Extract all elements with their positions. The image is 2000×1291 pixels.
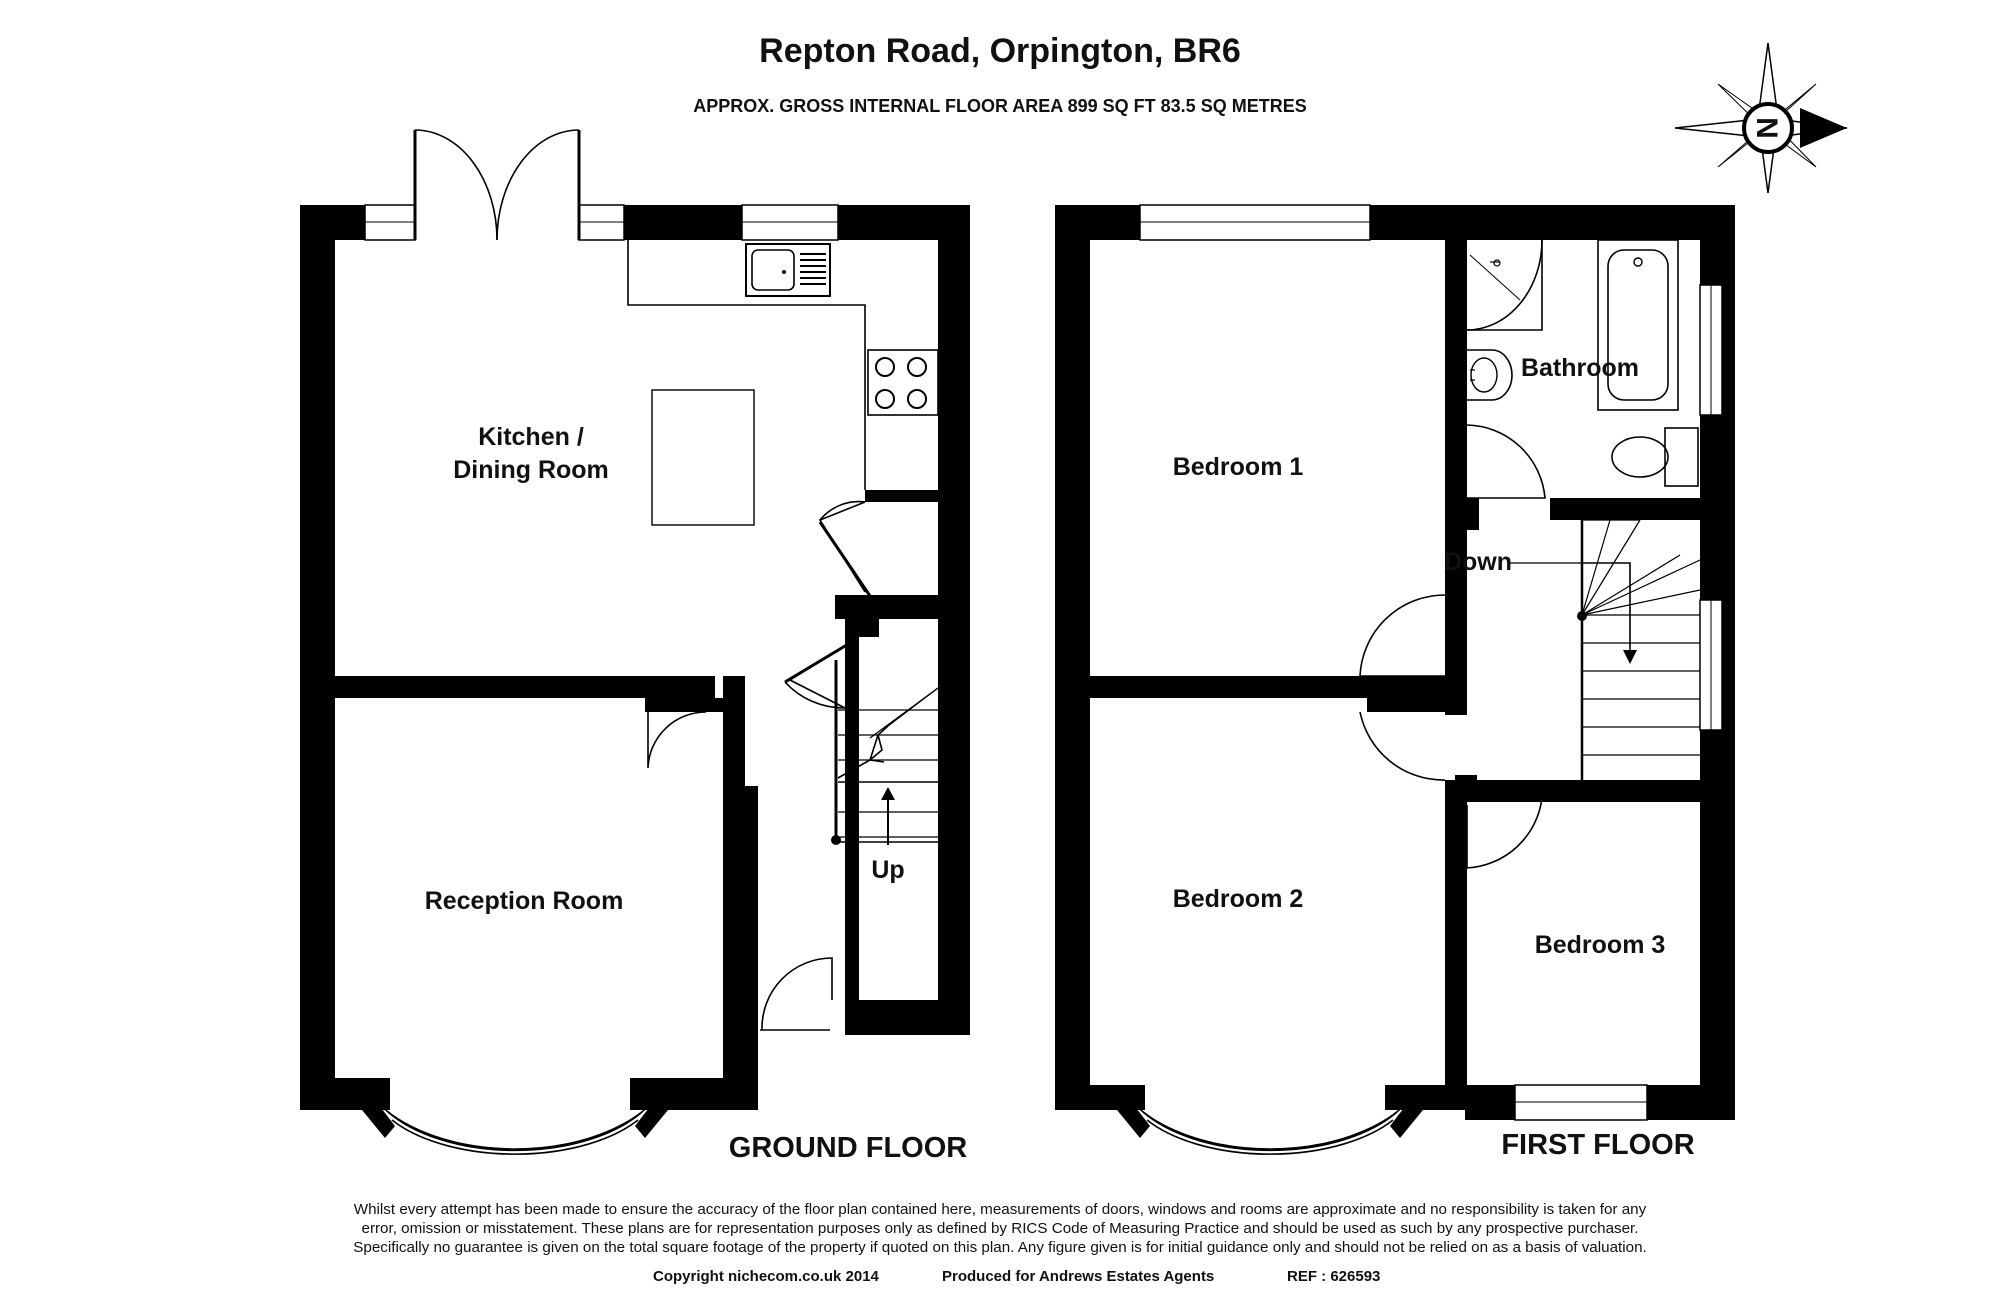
room-label-bedroom-2: Bedroom 2 — [1173, 885, 1304, 913]
compass-north-label: N — [1750, 117, 1783, 139]
room-label-bathroom: Bathroom — [1521, 354, 1639, 382]
toilet-icon — [1611, 427, 1699, 487]
ground-floor-plan: Kitchen / Dining Room Reception Room Up … — [300, 129, 970, 1164]
room-label-kitchen: Kitchen / — [478, 423, 584, 451]
disclaimer-line: Whilst every attempt has been made to en… — [354, 1201, 1647, 1218]
sink-icon — [745, 243, 831, 297]
stairs-down-label: Down — [1444, 548, 1512, 576]
hob-icon — [867, 349, 939, 416]
reference-text: REF : 626593 — [1287, 1268, 1380, 1285]
disclaimer-line: Specifically no guarantee is given on th… — [353, 1239, 1646, 1256]
washbasin-icon — [1467, 349, 1513, 401]
copyright-text: Copyright nichecom.co.uk 2014 — [653, 1268, 880, 1285]
stairs-up — [831, 660, 939, 845]
bathtub-icon — [1597, 239, 1679, 411]
disclaimer: Whilst every attempt has been made to en… — [353, 1201, 1646, 1256]
room-label-bedroom-1: Bedroom 1 — [1173, 453, 1304, 481]
disclaimer-line: error, omission or misstatement. These p… — [362, 1220, 1639, 1237]
north-compass-icon: N — [1674, 42, 1848, 194]
floor-area-subtitle: APPROX. GROSS INTERNAL FLOOR AREA 899 SQ… — [693, 96, 1306, 116]
room-label-reception: Reception Room — [425, 887, 624, 915]
stairs-up-label: Up — [871, 856, 904, 884]
plan-title: Repton Road, Orpington, BR6 — [759, 32, 1241, 70]
room-label-dining: Dining Room — [453, 456, 609, 484]
first-floor-plan: Bathroom Bedroom 1 Bedroom 2 Bedroom 3 D… — [1055, 204, 1735, 1161]
produced-for-text: Produced for Andrews Estates Agents — [942, 1268, 1214, 1285]
first-floor-label: FIRST FLOOR — [1501, 1129, 1694, 1161]
stairs-down — [1510, 519, 1701, 756]
kitchen-island — [651, 389, 755, 526]
shower-icon — [1466, 239, 1543, 331]
ground-floor-label: GROUND FLOOR — [729, 1132, 967, 1164]
room-label-bedroom-3: Bedroom 3 — [1535, 931, 1666, 959]
